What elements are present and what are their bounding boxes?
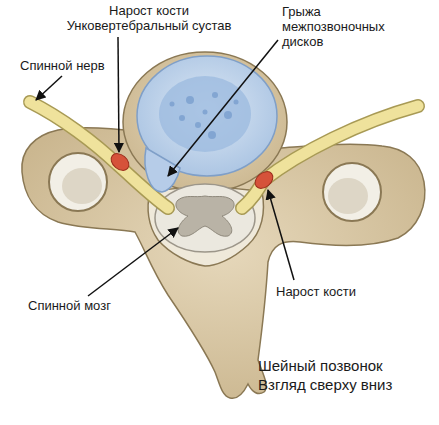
foramen-shadow [62, 168, 102, 204]
leader-line [168, 40, 278, 176]
part-label: Спинной мозг [28, 298, 138, 313]
vertebral-body [123, 52, 287, 192]
nucleus-pulposus [159, 76, 251, 152]
leader-line [36, 76, 62, 100]
part-label: Нарост кости [276, 284, 386, 299]
leader-line [88, 228, 178, 296]
grey-matter [176, 196, 234, 236]
bone-spur [108, 150, 132, 174]
part-label: Нарост кости Унковертебральный сустав [60, 3, 238, 33]
disc-herniation [145, 148, 180, 192]
part-label: Спинной нерв [20, 58, 130, 73]
part-label: Грыжа межпозвоночных дисков [282, 4, 382, 49]
transverse-foramen [49, 153, 107, 211]
caption: Шейный позвонок Взгляд сверху вниз [258, 356, 416, 394]
foramen-shadow [328, 178, 368, 214]
transverse-foramen [323, 163, 381, 221]
spinal-cord [155, 184, 255, 252]
leader-line [118, 37, 119, 152]
leader-line [268, 190, 294, 280]
bone-spur [252, 168, 276, 192]
leader-lines [36, 37, 294, 296]
